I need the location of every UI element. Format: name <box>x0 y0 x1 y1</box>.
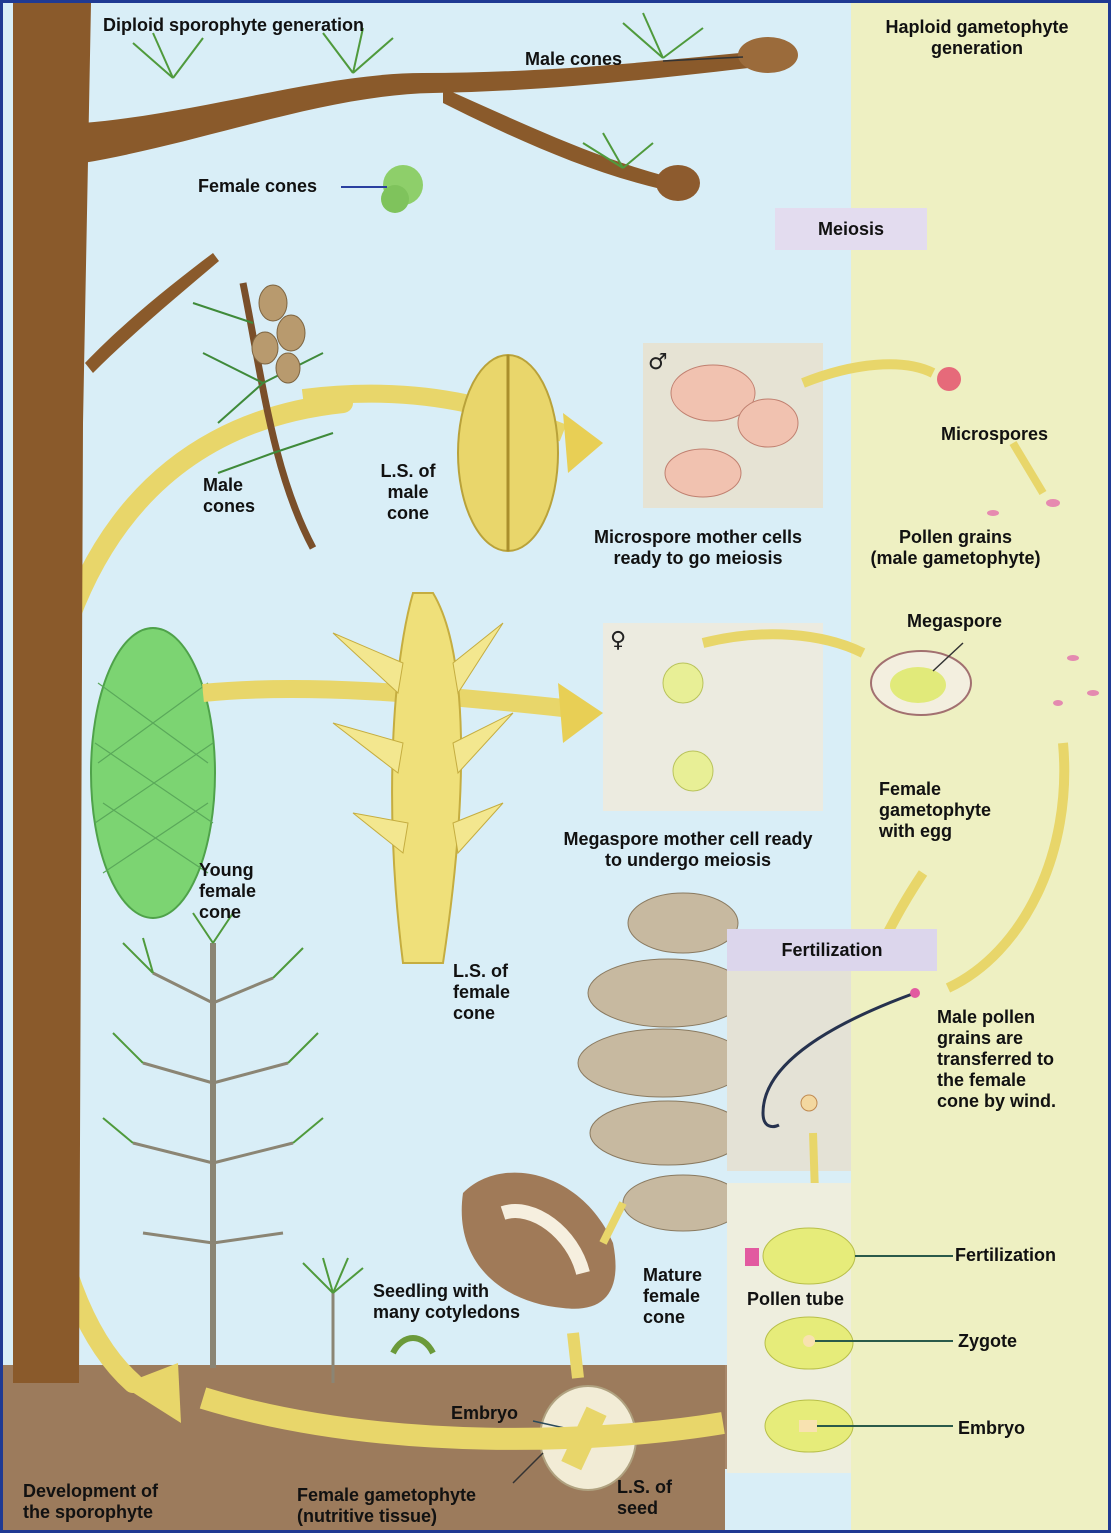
male-cone-top <box>738 37 798 73</box>
arrow-to-ls-female <box>203 689 563 708</box>
female-symbol-icon: ♀ <box>610 628 626 653</box>
label-fertilization-box: Fertilization <box>781 940 882 961</box>
label-development-sporophyte: Development of the sporophyte <box>23 1481 158 1523</box>
ls-female-cone <box>392 593 461 963</box>
main-branch <box>83 48 793 163</box>
label-ls-seed: L.S. of seed <box>617 1477 672 1519</box>
label-pollen-grains: Pollen grains (male gametophyte) <box>853 527 1058 569</box>
young-female-cone <box>91 628 215 918</box>
label-zygote: Zygote <box>958 1331 1017 1352</box>
label-female-gametophyte-egg: Female gametophyte with egg <box>879 779 991 842</box>
label-female-gametophyte-tissue: Female gametophyte (nutritive tissue) <box>297 1485 476 1527</box>
label-male-pollen-transfer: Male pollen grains are transferred to th… <box>937 1007 1056 1112</box>
microspore <box>937 367 961 391</box>
fertilization-box: Fertilization <box>727 929 937 971</box>
megaspore-mother-cell-panel <box>603 623 823 811</box>
label-embryo-right: Embryo <box>958 1418 1025 1439</box>
side-branch <box>443 88 693 195</box>
label-seedling: Seedling with many cotyledons <box>373 1281 520 1323</box>
label-young-female-cone: Young female cone <box>199 860 256 923</box>
label-male-cones-top: Male cones <box>525 49 622 70</box>
mature-female-cone <box>578 893 748 1231</box>
label-pollen-tube: Pollen tube <box>747 1289 844 1310</box>
tree-trunk <box>13 3 91 1383</box>
label-ls-male-cone: L.S. of male cone <box>373 461 443 524</box>
old-cone <box>656 165 700 201</box>
label-meiosis: Meiosis <box>818 219 884 240</box>
lower-branch <box>85 253 219 373</box>
label-embryo-seed: Embryo <box>451 1403 518 1424</box>
label-megaspore: Megaspore <box>907 611 1002 632</box>
male-symbol-icon: ♂ <box>648 350 668 375</box>
label-microspore-mother-cells: Microspore mother cells ready to go meio… <box>573 527 823 569</box>
label-fertilization: Fertilization <box>955 1245 1056 1266</box>
fertilization-cell <box>763 1228 855 1284</box>
label-haploid-generation: Haploid gametophyte generation <box>871 17 1083 59</box>
label-diploid-generation: Diploid sporophyte generation <box>103 15 364 36</box>
label-microspores: Microspores <box>941 424 1048 445</box>
seedling-cotyledons <box>393 1338 433 1353</box>
label-megaspore-mother-cell: Megaspore mother cell ready to undergo m… <box>543 829 833 871</box>
label-male-cones: Male cones <box>203 475 255 517</box>
label-ls-female-cone: L.S. of female cone <box>453 961 510 1024</box>
label-female-cones: Female cones <box>198 176 317 197</box>
fertilization-panel <box>727 971 851 1171</box>
diagram-artwork <box>3 3 1108 1530</box>
meiosis-box: Meiosis <box>775 208 927 250</box>
label-mature-female-cone: Mature female cone <box>643 1265 702 1328</box>
